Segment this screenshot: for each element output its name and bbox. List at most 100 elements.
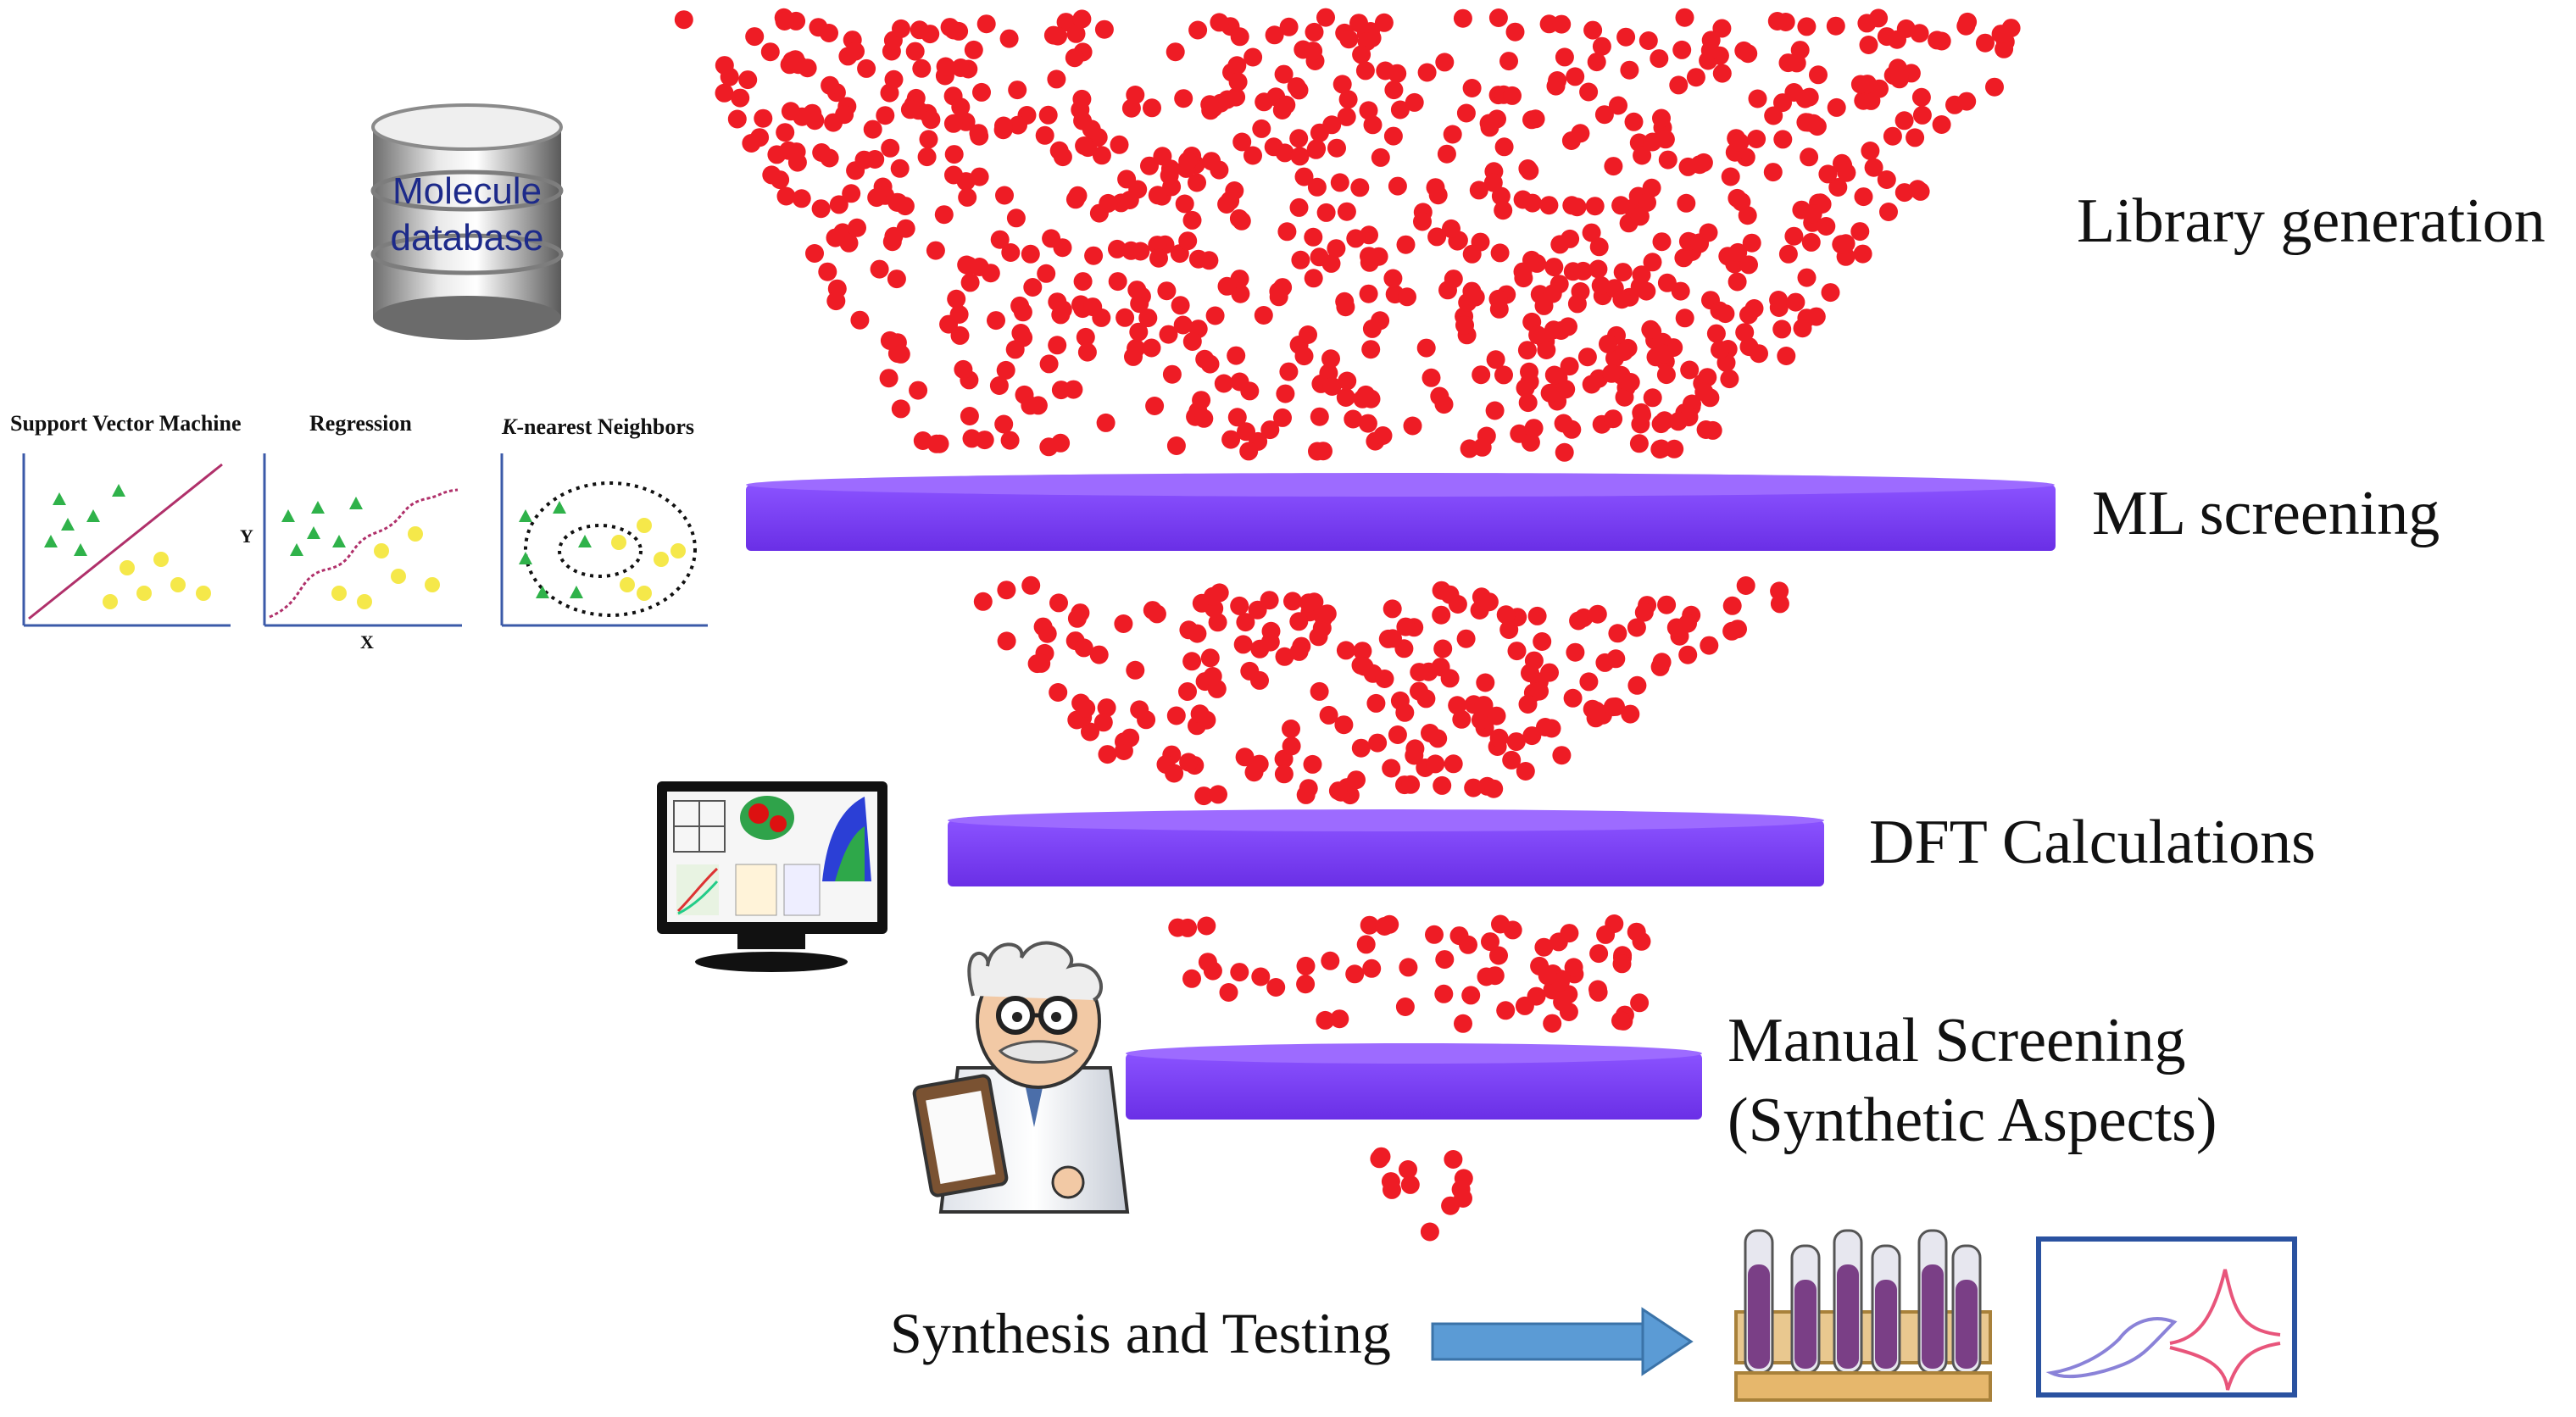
molecule-dot — [1462, 79, 1482, 97]
molecule-dot — [1494, 201, 1513, 220]
molecule-dot — [1912, 105, 1932, 125]
molecule-dot — [1652, 108, 1671, 128]
molecule-dot — [781, 102, 800, 121]
class-a-triangle — [86, 509, 100, 522]
molecule-dot — [820, 148, 839, 168]
molecule-dot — [1282, 736, 1301, 756]
molecule-dot — [1006, 208, 1026, 228]
molecule-dot — [1032, 653, 1051, 673]
synthesis-arrow — [1431, 1307, 1694, 1376]
molecule-dot — [1296, 956, 1316, 975]
molecule-dot — [1368, 733, 1388, 753]
molecule-dot — [857, 58, 876, 78]
molecule-dot — [1652, 439, 1671, 458]
molecule-dot — [1053, 300, 1072, 320]
class-b-dot — [391, 569, 406, 584]
molecule-dot — [1435, 950, 1455, 970]
molecule-dot — [1084, 246, 1104, 265]
molecule-dot — [1678, 157, 1698, 176]
molecule-dot — [1073, 272, 1093, 292]
molecule-dot — [1797, 268, 1817, 287]
regression-panel: Regression Y X — [240, 411, 462, 653]
molecule-dot — [1316, 203, 1336, 222]
class-b-dot — [331, 586, 347, 601]
library-molecule-dots — [674, 8, 2021, 462]
molecule-dot — [1182, 969, 1201, 988]
molecule-dot — [972, 82, 991, 102]
molecule-dot — [1518, 393, 1538, 413]
molecule-dot — [1801, 232, 1821, 252]
molecule-dot — [1522, 726, 1542, 746]
molecule-dot — [943, 114, 963, 133]
class-a-triangle — [349, 497, 363, 509]
molecule-dot — [1928, 31, 1947, 50]
tube-liquid — [1794, 1280, 1817, 1369]
molecule-dot — [1602, 364, 1622, 383]
molecule-dot — [829, 195, 848, 214]
molecule-dot — [1579, 672, 1599, 692]
molecule-dot — [1194, 408, 1214, 428]
molecule-dot — [1076, 327, 1095, 347]
molecule-dot — [1505, 22, 1525, 42]
molecule-dot — [1650, 49, 1669, 69]
molecule-dot — [1097, 698, 1116, 718]
molecule-dot — [1316, 8, 1335, 27]
molecule-dot — [1488, 289, 1508, 308]
molecule-dot — [1273, 278, 1293, 297]
molecule-dot — [1588, 604, 1607, 624]
molecule-dot — [1114, 614, 1133, 633]
molecule-dot — [1322, 115, 1342, 135]
molecule-dot — [944, 145, 964, 164]
molecule-dot — [876, 106, 895, 125]
molecule-dot — [1764, 106, 1783, 125]
molecule-dot — [1416, 338, 1436, 358]
molecule-dot — [910, 20, 929, 40]
molecule-dot — [1655, 130, 1675, 149]
stage-label-synthetic-aspects: (Synthetic Aspects) — [1728, 1086, 2217, 1155]
molecule-dot — [1028, 396, 1048, 415]
molecule-dot — [1503, 86, 1522, 105]
molecule-dot — [1243, 47, 1263, 67]
molecule-dot — [905, 42, 925, 61]
molecule-dot — [1596, 925, 1616, 944]
molecule-dot — [1555, 442, 1574, 462]
molecule-dot — [1005, 340, 1025, 359]
molecule-dot — [1655, 344, 1674, 364]
molecule-dot — [1427, 227, 1447, 247]
molecule-dot — [1515, 996, 1534, 1015]
molecule-dot — [1039, 437, 1059, 457]
molecule-dot — [1587, 53, 1606, 72]
molecule-dot — [1564, 958, 1583, 977]
molecule-dot — [1396, 235, 1416, 254]
class-b-dot — [654, 552, 669, 567]
molecule-dot — [944, 165, 963, 185]
molecule-dot — [1739, 337, 1759, 357]
molecule-dot — [1033, 617, 1053, 636]
molecule-dot — [1048, 336, 1067, 355]
molecule-dot — [1540, 383, 1560, 403]
molecule-dot — [1178, 682, 1197, 701]
scientist-illustration — [912, 941, 1130, 1214]
molecule-dot — [1656, 365, 1676, 385]
molecule-dot — [1124, 347, 1143, 366]
molecule-dot — [1728, 272, 1747, 292]
molecule-dot — [1437, 144, 1456, 164]
molecule-dot — [1770, 594, 1789, 614]
molecule-dot — [1401, 775, 1421, 794]
molecule-dot — [1894, 111, 1914, 131]
molecule-dot — [1075, 136, 1094, 155]
class-b-dot — [374, 543, 389, 558]
class-a-triangle — [307, 526, 320, 539]
molecule-dot — [1121, 241, 1141, 260]
tube-liquid — [1748, 1264, 1770, 1369]
database-label-line2: database — [390, 217, 543, 258]
molecule-dot — [891, 399, 910, 419]
molecule-dot — [1228, 72, 1248, 92]
molecule-dot — [1496, 1001, 1516, 1020]
molecule-dot — [1178, 231, 1198, 251]
molecule-dot — [936, 57, 955, 76]
molecule-dot — [731, 88, 750, 108]
molecule-dot — [1818, 164, 1838, 184]
molecule-dot — [970, 258, 989, 276]
molecule-dot — [1513, 190, 1533, 209]
